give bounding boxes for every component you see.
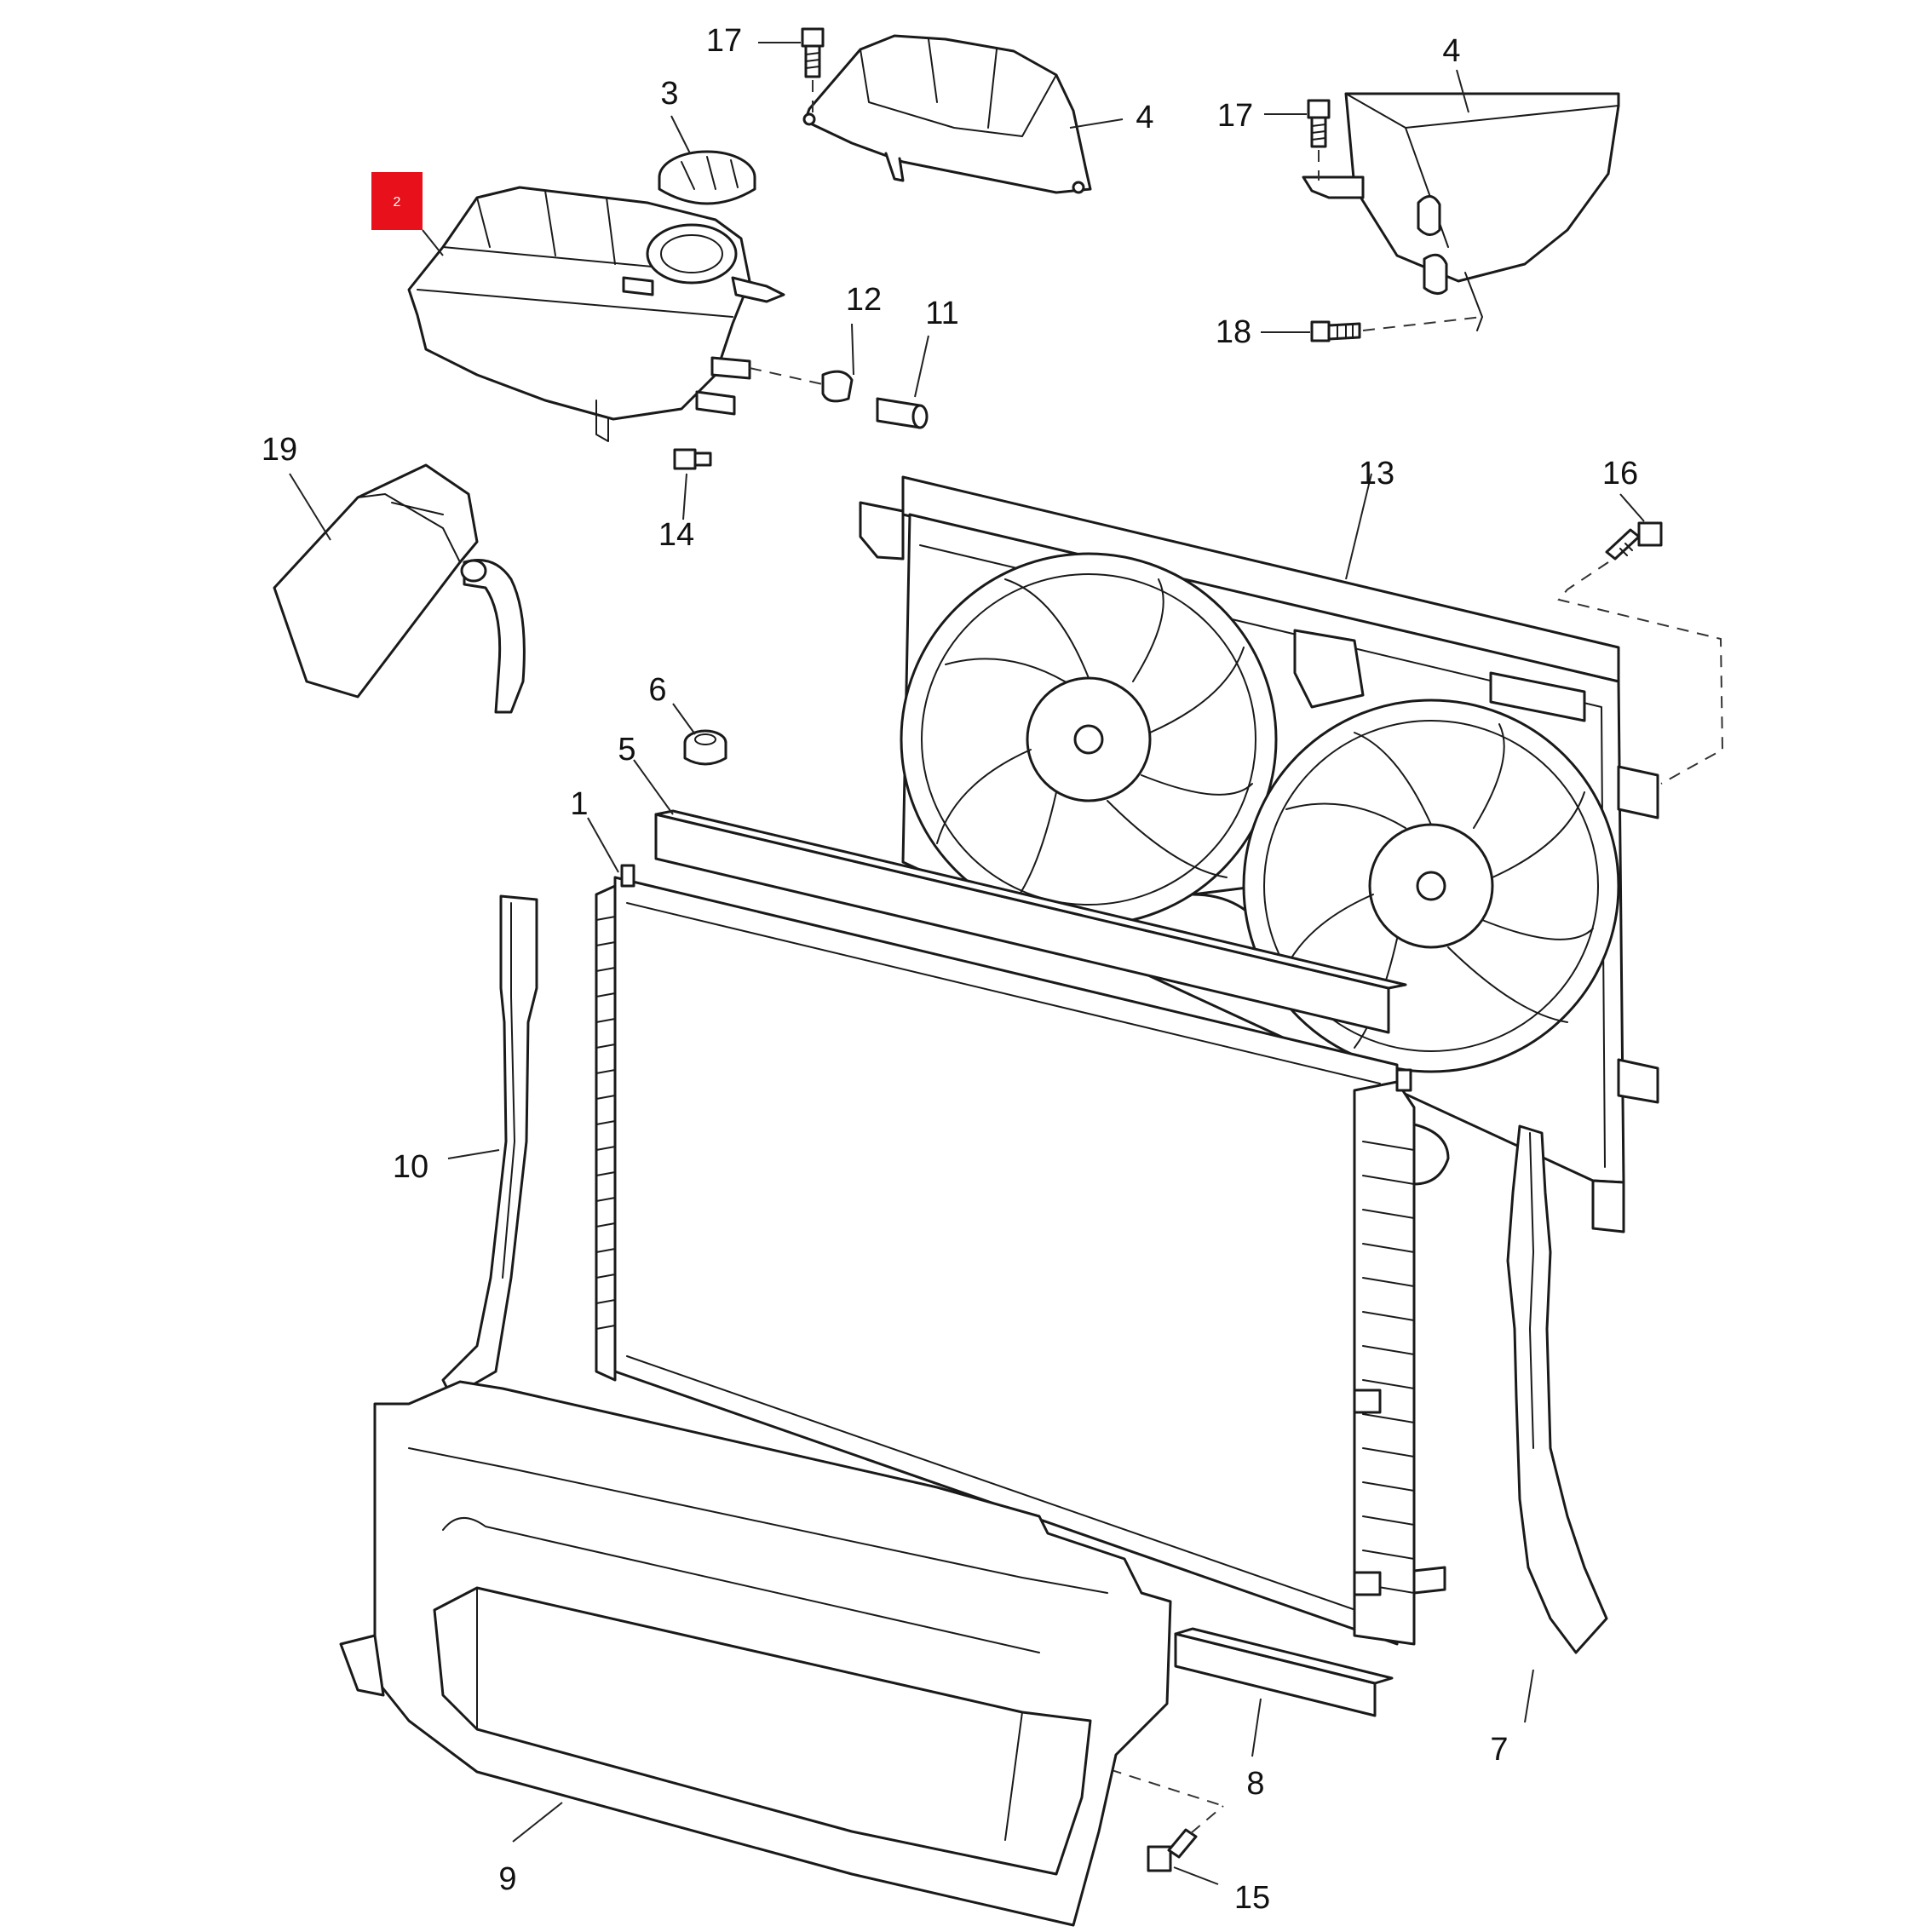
bolt-15[interactable] [1147, 1828, 1198, 1872]
bolt-17-top[interactable] [801, 27, 825, 78]
radiator[interactable] [595, 864, 1450, 1646]
bolt-16[interactable] [1605, 521, 1663, 561]
callout-17: 17 [1217, 98, 1253, 134]
callout-6: 6 [648, 672, 666, 708]
right-side-seal[interactable] [1506, 1124, 1608, 1654]
washer-reservoir[interactable] [273, 463, 526, 714]
air-deflector[interactable] [339, 1380, 1172, 1927]
filler-cap[interactable] [658, 150, 756, 205]
callout-7: 7 [1490, 1732, 1508, 1768]
callout-1: 1 [570, 786, 588, 822]
lower-seal-strip[interactable] [1174, 1627, 1394, 1717]
upper-seal-strip[interactable] [654, 809, 1407, 1034]
hose-sleeve[interactable] [876, 397, 929, 429]
bolt-17-right[interactable] [1307, 99, 1331, 148]
callout-8: 8 [1246, 1766, 1264, 1802]
grommet[interactable] [683, 729, 727, 766]
bolt-14[interactable] [673, 448, 712, 470]
callout-3: 3 [660, 76, 678, 112]
callout-14: 14 [658, 517, 694, 553]
reservoir-upper[interactable] [802, 34, 1092, 194]
fan-shroud[interactable] [859, 475, 1659, 1233]
callout-4: 4 [1442, 33, 1460, 69]
callout-16: 16 [1602, 456, 1638, 492]
callout-11: 11 [925, 296, 958, 331]
callout-15: 15 [1234, 1880, 1270, 1916]
callout-10: 10 [393, 1149, 428, 1185]
callout-19: 19 [262, 432, 297, 468]
callout-9: 9 [498, 1861, 516, 1897]
highlight-marker-label: 2 [394, 195, 401, 210]
highlight-marker [371, 172, 423, 230]
callout-12: 12 [846, 282, 882, 318]
bolt-18[interactable] [1310, 320, 1361, 342]
callout-4: 4 [1136, 100, 1153, 135]
expansion-tank[interactable] [407, 186, 785, 442]
reservoir-side[interactable] [1302, 92, 1620, 331]
clip[interactable] [821, 370, 854, 403]
callout-18: 18 [1216, 314, 1251, 350]
callout-5: 5 [618, 732, 635, 768]
callout-17: 17 [706, 23, 742, 59]
callout-13: 13 [1359, 456, 1394, 492]
left-side-seal[interactable] [441, 894, 538, 1399]
